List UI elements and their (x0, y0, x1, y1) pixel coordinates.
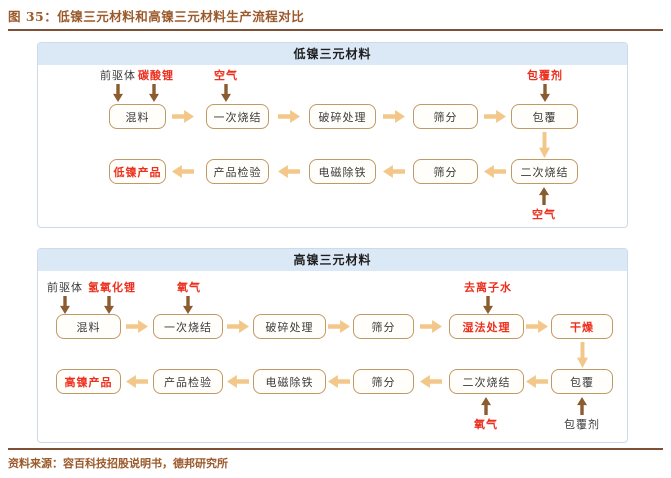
box-drying: 干燥 (551, 314, 613, 339)
label-air-bottom: 空气 (532, 208, 556, 221)
arrow-right-icon (484, 110, 506, 123)
label-oxygen-bottom: 氧气 (474, 418, 498, 431)
arrow-right-icon (172, 110, 194, 123)
box-sieving: 筛分 (353, 314, 414, 339)
arrow-right-icon (126, 320, 148, 333)
label-coating-agent: 包覆剂 (527, 69, 563, 82)
arrow-left-icon (484, 165, 506, 178)
high-nickel-panel: 高镍三元材料 前驱体 氢氧化锂 氧气 去离子水 混料 一次烧结 破碎处理 筛分 … (37, 248, 628, 443)
source-note: 资料来源：容百科技招股说明书，德邦研究所 (8, 457, 228, 470)
arrow-down-icon (60, 296, 70, 314)
label-lithium-hydroxide: 氢氧化锂 (88, 281, 136, 294)
box-coating: 包覆 (551, 369, 613, 394)
arrow-down-icon (221, 84, 231, 102)
arrow-left-icon (526, 375, 548, 388)
box-secondary-sintering: 二次烧结 (449, 369, 524, 394)
arrow-down-icon (540, 84, 550, 102)
arrow-right-icon (328, 320, 350, 333)
label-coating-agent-bottom: 包覆剂 (564, 418, 600, 431)
figure-title: 图 35：低镍三元材料和高镍三元材料生产流程对比 (8, 9, 305, 24)
arrow-up-icon (577, 397, 587, 415)
box-crushing: 破碎处理 (309, 104, 376, 129)
box-product-inspection: 产品检验 (153, 369, 223, 394)
arrow-left-icon (278, 165, 300, 178)
box-crushing: 破碎处理 (253, 314, 326, 339)
box-coating: 包覆 (511, 104, 578, 129)
label-deionized-water: 去离子水 (464, 281, 512, 294)
arrow-down-icon (577, 342, 588, 368)
arrow-left-icon (383, 165, 405, 178)
arrow-left-icon (126, 375, 148, 388)
label-precursor: 前驱体 (100, 69, 136, 82)
low-nickel-panel-title: 低镍三元材料 (38, 43, 627, 65)
high-nickel-panel-title: 高镍三元材料 (38, 249, 627, 271)
arrow-down-icon (183, 296, 193, 314)
arrow-left-icon (227, 375, 249, 388)
arrow-right-icon (526, 320, 548, 333)
box-secondary-sintering: 二次烧结 (511, 159, 578, 184)
arrow-left-icon (328, 375, 350, 388)
arrow-left-icon (420, 375, 442, 388)
box-iron-removal: 电磁除铁 (253, 369, 326, 394)
box-sieving-2: 筛分 (413, 159, 478, 184)
arrow-down-icon (104, 296, 114, 314)
arrow-down-icon (539, 132, 550, 158)
arrow-left-icon (172, 165, 194, 178)
arrow-right-icon (278, 110, 300, 123)
arrow-up-icon (481, 397, 491, 415)
box-product-inspection: 产品检验 (206, 159, 269, 184)
box-sieving: 筛分 (413, 104, 478, 129)
label-air-top: 空气 (214, 69, 238, 82)
box-wet-processing: 湿法处理 (449, 314, 524, 339)
box-primary-sintering: 一次烧结 (206, 104, 269, 129)
box-mixing: 混料 (56, 314, 121, 339)
source-divider (8, 448, 663, 450)
box-sieving-2: 筛分 (353, 369, 414, 394)
box-low-nickel-product: 低镍产品 (109, 159, 166, 184)
low-nickel-panel: 低镍三元材料 前驱体 碳酸锂 空气 包覆剂 混料 一次烧结 破碎处理 筛分 包覆… (37, 42, 628, 228)
box-high-nickel-product: 高镍产品 (56, 369, 121, 394)
arrow-right-icon (227, 320, 249, 333)
arrow-up-icon (539, 187, 549, 205)
arrow-right-icon (383, 110, 405, 123)
label-oxygen-top: 氧气 (177, 281, 201, 294)
box-mixing: 混料 (109, 104, 166, 129)
label-precursor: 前驱体 (47, 281, 83, 294)
arrow-down-icon (113, 84, 123, 102)
arrow-down-icon (149, 84, 159, 102)
arrow-right-icon (420, 320, 442, 333)
box-primary-sintering: 一次烧结 (153, 314, 223, 339)
arrow-down-icon (483, 296, 493, 314)
label-lithium-carbonate: 碳酸锂 (138, 69, 174, 82)
box-iron-removal: 电磁除铁 (309, 159, 376, 184)
title-divider (8, 29, 663, 31)
